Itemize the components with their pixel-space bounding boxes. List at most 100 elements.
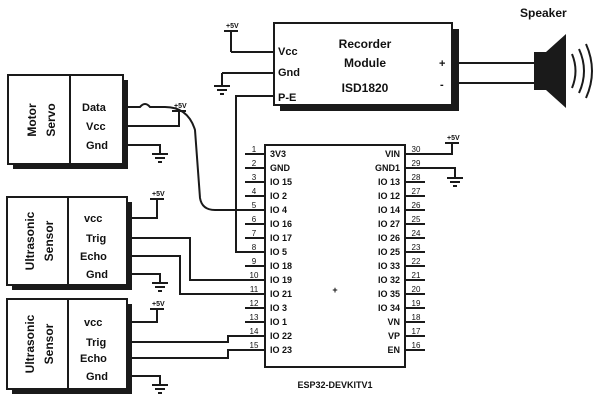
speaker-body: [534, 52, 546, 90]
esp32-right-pin-number: 17: [412, 327, 421, 336]
esp32-right-pin-label: VP: [388, 331, 400, 341]
esp32-left-pin-number: 8: [252, 243, 257, 252]
esp32-left-pin-label: IO 21: [270, 289, 292, 299]
esp32-right-pin-label: IO 13: [378, 177, 400, 187]
speaker: Speaker: [520, 6, 593, 108]
sensor1-wires: +5V: [127, 191, 245, 295]
esp32-right-pin-label: IO 25: [378, 247, 400, 257]
recorder-supply-label: +5V: [226, 23, 239, 30]
esp32-right-pin-number: 19: [412, 299, 421, 308]
esp32-left-pin-label: IO 17: [270, 233, 292, 243]
servo-supply-label: +5V: [174, 103, 187, 110]
esp32-right-pin-label: IO 33: [378, 261, 400, 271]
sensor2-pin-vcc: vcc: [84, 317, 102, 329]
esp32-right-pin-number: 16: [412, 341, 421, 350]
esp32-right-pin-label: IO 26: [378, 233, 400, 243]
servo-pin-gnd: Gnd: [86, 140, 108, 152]
servo-pin-vcc: Vcc: [86, 121, 106, 133]
motor-servo: Motor Servo Data Vcc Gnd: [7, 74, 128, 169]
esp32-supply-label: +5V: [447, 135, 460, 142]
esp32-right-pin-label: VN: [387, 317, 400, 327]
ultrasonic-sensor-2: Ultrasonic Sensor vcc Trig Echo Gnd: [6, 298, 132, 394]
esp32-left-pin-label: IO 23: [270, 345, 292, 355]
recorder-title-3: ISD1820: [342, 81, 389, 95]
speaker-wave-3: [585, 43, 593, 99]
esp32-left-pin-number: 2: [252, 159, 257, 168]
esp32-left-pin-number: 7: [252, 229, 257, 238]
esp32-right-pin-label: IO 32: [378, 275, 400, 285]
esp32-right-pin-label: IO 35: [378, 289, 400, 299]
sensor2-name-2: Sensor: [42, 323, 56, 364]
esp32-left-pin-label: IO 16: [270, 219, 292, 229]
esp32-left-pin-label: 3V3: [270, 149, 286, 159]
esp32-left-pin-label: IO 19: [270, 275, 292, 285]
recorder-power-wires: +5V: [214, 23, 274, 95]
sensor1-pin-echo: Echo: [80, 251, 107, 263]
esp32-right-pin-label: EN: [387, 345, 400, 355]
esp32-right-pin-number: 22: [412, 257, 421, 266]
esp32-right-pin-label: IO 14: [378, 205, 400, 215]
sensor2-pin-echo: Echo: [80, 353, 107, 365]
esp32-right-pin-label: VIN: [385, 149, 400, 159]
esp32-left-pin-number: 13: [250, 313, 259, 322]
esp32-right-pin-number: 20: [412, 285, 421, 294]
esp32-left-pin-number: 10: [250, 271, 259, 280]
sensor1-pin-gnd: Gnd: [86, 269, 108, 281]
esp32-right-pin-number: 27: [412, 187, 421, 196]
sensor1-pin-trig: Trig: [86, 233, 106, 245]
sensor1-name-1: Ultrasonic: [23, 211, 37, 270]
recorder-pin-vcc: Vcc: [278, 46, 298, 58]
esp32-right-pin-number: 29: [412, 159, 421, 168]
esp32-right-pin-label: IO 12: [378, 191, 400, 201]
esp32-left-pin-label: IO 4: [270, 205, 287, 215]
servo-name-1: Motor: [25, 103, 39, 137]
servo-wires: +5V: [123, 103, 245, 211]
esp32-right-pin-number: 26: [412, 201, 421, 210]
esp32-right-pin-number: 30: [412, 145, 421, 154]
esp32-left-pin-label: GND: [270, 163, 291, 173]
esp32-left-pin-number: 1: [252, 145, 257, 154]
esp32-right-pin-number: 18: [412, 313, 421, 322]
esp32-power-wires: +5V: [425, 135, 463, 187]
esp32-left-pin-number: 6: [252, 215, 257, 224]
esp32-left-pin-number: 9: [252, 257, 257, 266]
esp32-right-pin-number: 25: [412, 215, 421, 224]
esp32-left-pin-number: 3: [252, 173, 257, 182]
esp32-center-mark: +: [332, 285, 337, 295]
esp32-right-pin-number: 21: [412, 271, 421, 280]
esp32-left-pin-number: 11: [250, 285, 259, 294]
esp32-right-pin-number: 24: [412, 229, 421, 238]
esp32-left-pin-number: 4: [252, 187, 257, 196]
sensor2-pin-gnd: Gnd: [86, 371, 108, 383]
ultrasonic-sensor-1: Ultrasonic Sensor vcc Trig Echo Gnd: [6, 196, 132, 290]
esp32-left-pin-label: IO 22: [270, 331, 292, 341]
esp32-left-pin-number: 12: [250, 299, 259, 308]
esp32-right-pin-label: GND1: [375, 163, 400, 173]
sensor2-wires: +5V: [127, 301, 245, 394]
recorder-out-minus: -: [440, 79, 444, 91]
esp32-right-pin-number: 28: [412, 173, 421, 182]
sensor2-name-1: Ultrasonic: [23, 314, 37, 373]
esp32-label: ESP32-DEVKITV1: [297, 380, 372, 390]
sensor1-supply-label: +5V: [152, 191, 165, 198]
speaker-cone: [546, 34, 566, 108]
esp32-right-pin-label: IO 27: [378, 219, 400, 229]
recorder-pe-wire: [235, 95, 274, 253]
recorder-out-plus: +: [439, 58, 445, 70]
recorder-module: Recorder Module ISD1820 Vcc Gnd P-E + -: [273, 22, 459, 111]
sensor1-pin-vcc: vcc: [84, 213, 102, 225]
sensor2-pin-trig: Trig: [86, 337, 106, 349]
recorder-title-2: Module: [344, 56, 386, 70]
esp32-left-pin-label: IO 18: [270, 261, 292, 271]
speaker-wave-2: [578, 48, 585, 94]
recorder-pin-gnd: Gnd: [278, 67, 300, 79]
sensor1-name-2: Sensor: [42, 220, 56, 261]
esp32-left-pin-label: IO 2: [270, 191, 287, 201]
recorder-pin-pe: P-E: [278, 92, 296, 104]
esp32-left-pin-number: 5: [252, 201, 257, 210]
esp32-left-pin-number: 14: [250, 327, 259, 336]
esp32-right-pin-label: IO 34: [378, 303, 400, 313]
